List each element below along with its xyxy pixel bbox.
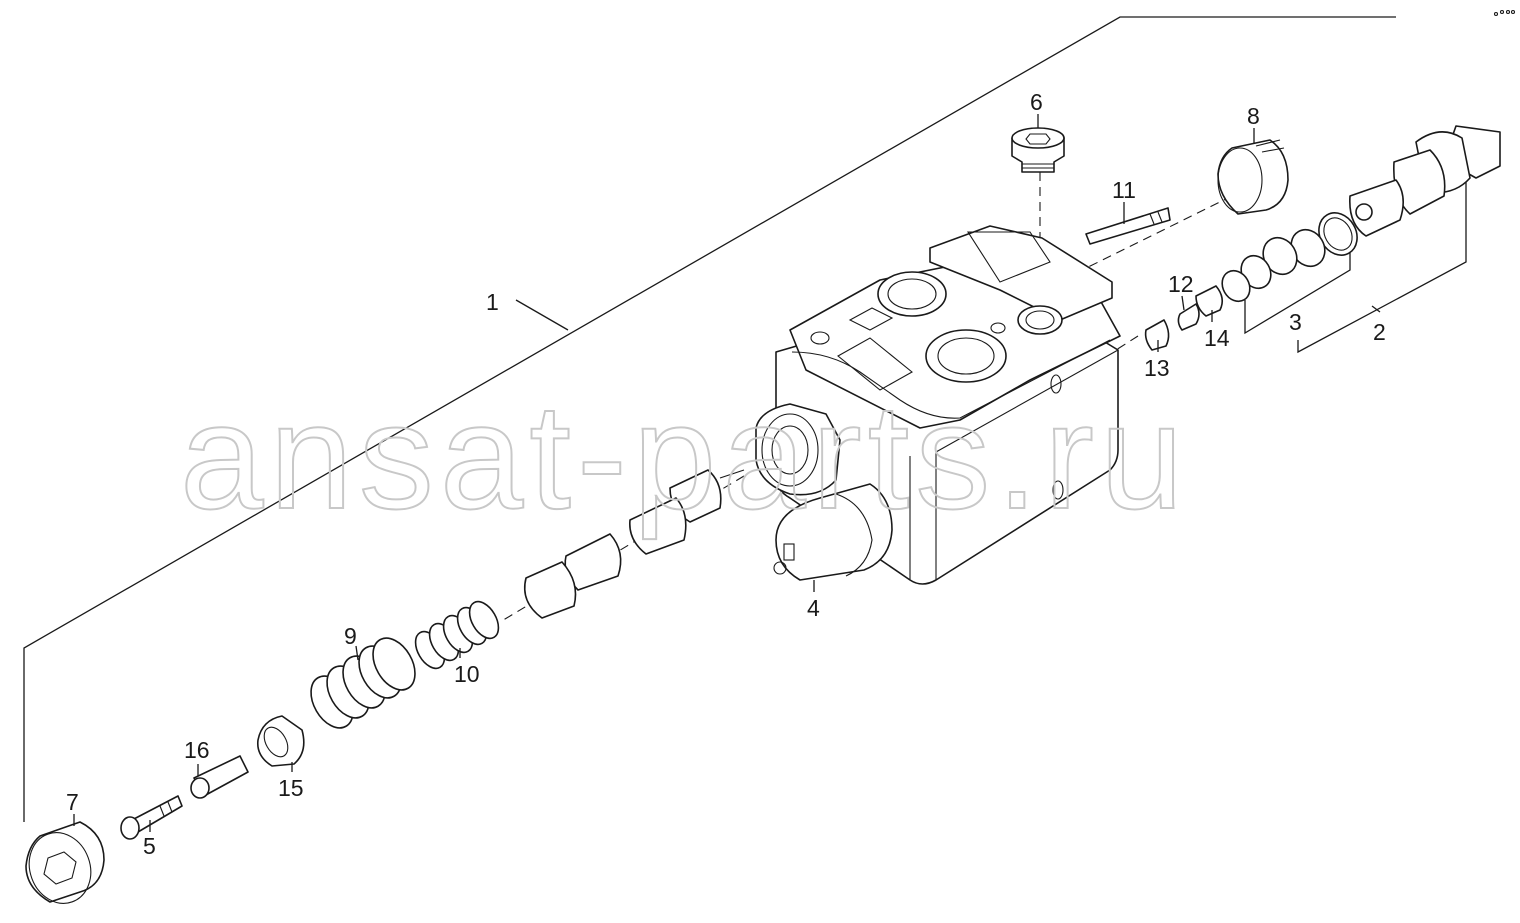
callout-6: 6 [1030, 89, 1043, 115]
callout-16: 16 [184, 737, 210, 763]
screw-5 [120, 795, 183, 840]
callout-8: 8 [1247, 103, 1260, 129]
washer-15 [256, 715, 305, 767]
callout-14: 14 [1204, 325, 1230, 351]
callout-4: 4 [807, 595, 820, 621]
bracket-2 [1297, 172, 1467, 354]
spring-9 [310, 637, 416, 729]
pin-11 [1085, 207, 1171, 245]
callout-3: 3 [1289, 309, 1302, 335]
seal-rings-3 [1221, 212, 1358, 303]
plug-6 [1011, 127, 1065, 173]
plug-8 [1217, 139, 1289, 215]
solenoid-cartridge-2 [1349, 125, 1501, 237]
watermark-text: ansat-parts.ru [180, 372, 1189, 540]
callout-1: 1 [486, 289, 499, 315]
spring-10 [414, 600, 500, 670]
assembly-bracket-1 [23, 16, 1396, 822]
corner-mark [1493, 9, 1516, 17]
spool-assembly [523, 469, 745, 619]
callout-11: 11 [1112, 177, 1136, 203]
bracket-3 [1244, 250, 1351, 335]
callout-2: 2 [1373, 319, 1386, 345]
callout-12: 12 [1168, 271, 1194, 297]
cap-4 [773, 483, 893, 581]
callout-9: 9 [344, 623, 357, 649]
callout-15: 15 [278, 775, 304, 801]
leader-lines [73, 114, 1255, 832]
callout-10: 10 [454, 661, 480, 687]
small-parts-12-13-14 [1144, 285, 1224, 351]
callout-labels: 1 2 3 4 5 6 7 8 9 10 11 12 13 14 15 16 [66, 89, 1386, 859]
callout-7: 7 [66, 789, 79, 815]
plug-7 [25, 821, 105, 904]
callout-13: 13 [1144, 355, 1170, 381]
callout-5: 5 [143, 833, 156, 859]
sleeve-16 [190, 755, 249, 799]
